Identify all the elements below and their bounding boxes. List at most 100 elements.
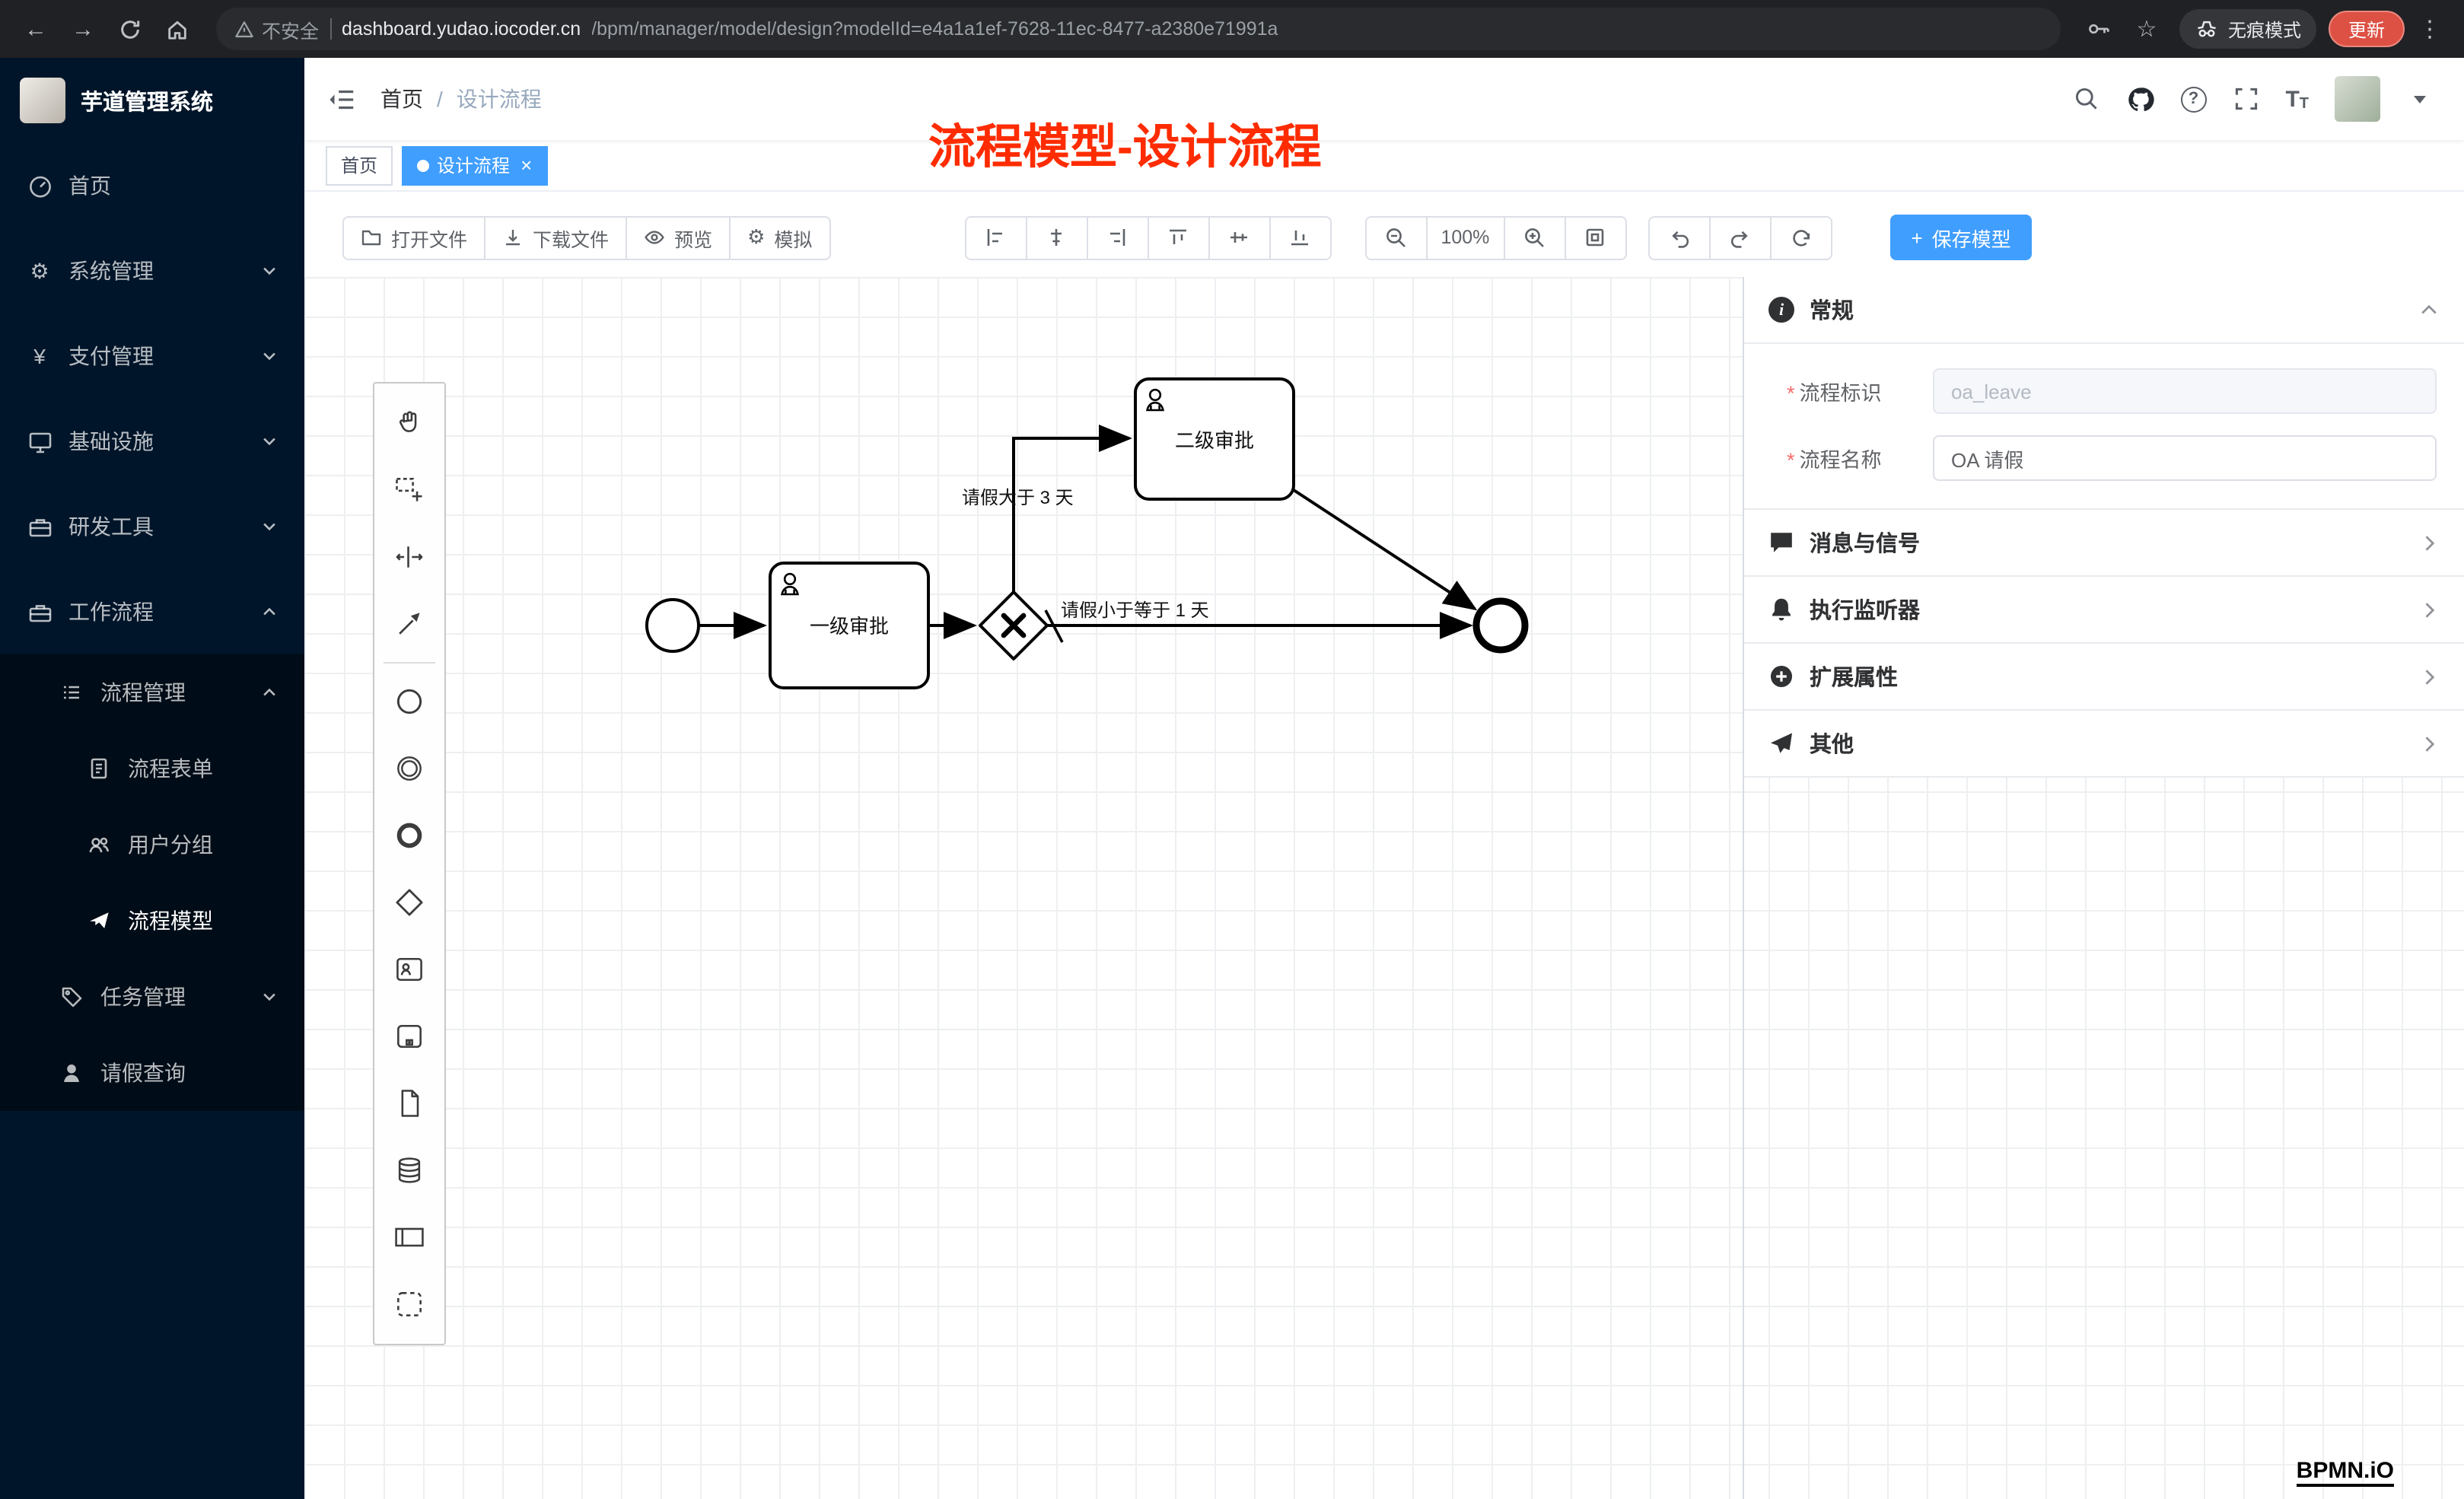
data-object-icon[interactable] <box>377 1070 441 1137</box>
bell-icon <box>1772 598 1791 621</box>
app-logo[interactable]: 芋道管理系统 <box>0 58 304 143</box>
intermediate-event-icon[interactable] <box>377 735 441 802</box>
chrome-update-button[interactable]: 更新 <box>2328 11 2405 47</box>
lasso-tool-icon[interactable] <box>377 457 441 524</box>
active-dot-icon <box>417 159 430 171</box>
restart-button[interactable] <box>1769 215 1832 259</box>
url-path: /bpm/manager/model/design?modelId=e4a1a1… <box>591 18 1278 40</box>
url-domain: dashboard.yudao.iocoder.cn <box>342 18 581 40</box>
zoom-in-button[interactable] <box>1503 215 1566 259</box>
sidebar-item-user-groups[interactable]: 用户分组 <box>0 807 304 883</box>
process-name-input[interactable] <box>1933 435 2437 481</box>
hand-tool-icon[interactable] <box>377 390 441 457</box>
group-icon[interactable] <box>377 1271 441 1338</box>
address-bar[interactable]: 不安全 dashboard.yudao.iocoder.cn/bpm/manag… <box>216 8 2061 50</box>
open-file-button[interactable]: 打开文件 <box>342 215 486 259</box>
tab-home[interactable]: 首页 <box>326 145 393 185</box>
zoom-out-button[interactable] <box>1364 215 1428 259</box>
sidebar-item-system[interactable]: ⚙ 系统管理 <box>0 228 304 313</box>
exclusive-gateway[interactable] <box>979 590 1049 660</box>
section-general[interactable]: i 常规 <box>1744 277 2464 344</box>
align-bottom-button[interactable] <box>1269 215 1332 259</box>
flow-gateway-to-task2[interactable] <box>1012 425 1132 592</box>
password-key-icon[interactable] <box>2079 8 2120 49</box>
section-execution-listener[interactable]: 执行监听器 <box>1744 577 2464 644</box>
eye-icon <box>645 231 664 244</box>
sidebar-item-home[interactable]: 首页 <box>0 143 304 228</box>
sidebar-item-workflow[interactable]: 工作流程 <box>0 569 304 654</box>
user-task-icon[interactable] <box>377 936 441 1003</box>
align-right-button[interactable] <box>1086 215 1149 259</box>
end-event-icon[interactable] <box>377 802 441 869</box>
sidebar-item-label: 流程表单 <box>128 756 213 781</box>
user-task-level2[interactable]: 二级审批 <box>1134 377 1295 501</box>
fullscreen-icon[interactable] <box>2232 85 2259 113</box>
flow-label-lte[interactable]: 请假小于等于 1 天 <box>1061 600 1209 621</box>
avatar[interactable] <box>2335 76 2380 122</box>
download-file-button[interactable]: 下载文件 <box>484 215 628 259</box>
bookmark-star-icon[interactable]: ☆ <box>2136 17 2157 43</box>
section-title: 执行监听器 <box>1810 600 1920 624</box>
user-task-level1[interactable]: 一级审批 <box>769 562 930 689</box>
section-message-signal[interactable]: 消息与信号 <box>1744 510 2464 577</box>
subprocess-icon[interactable] <box>377 1003 441 1070</box>
flow-task2-to-end[interactable] <box>1292 489 1478 611</box>
undo-button[interactable] <box>1647 215 1711 259</box>
bpmn-diagram[interactable]: 请假大于 3 天 请假小于等于 1 天 一级审批 <box>304 277 2464 1499</box>
bpmn-canvas[interactable]: 请假大于 3 天 请假小于等于 1 天 一级审批 <box>304 277 2464 1499</box>
sidebar-item-label: 流程模型 <box>128 909 213 933</box>
home-icon[interactable] <box>157 8 198 49</box>
bpmn-io-logo[interactable]: BPMN.iO <box>2296 1458 2394 1487</box>
general-fields: *流程标识 *流程名称 <box>1744 344 2464 510</box>
tab-design-process[interactable]: 设计流程 × <box>402 145 548 185</box>
section-extended-attributes[interactable]: 扩展属性 <box>1744 644 2464 711</box>
align-top-button[interactable] <box>1147 215 1210 259</box>
sidebar-item-payment[interactable]: ¥ 支付管理 <box>0 313 304 399</box>
folder-icon <box>361 230 381 246</box>
reload-icon[interactable] <box>110 8 151 49</box>
sidebar-toggle-button[interactable] <box>327 84 356 113</box>
search-icon[interactable] <box>2072 85 2099 113</box>
align-center-horizontal-button[interactable] <box>1025 215 1088 259</box>
space-tool-icon[interactable] <box>377 524 441 590</box>
zoom-reset-button[interactable] <box>1564 215 1627 259</box>
back-icon[interactable]: ← <box>24 16 47 42</box>
breadcrumb-current: 设计流程 <box>456 87 542 111</box>
incognito-icon <box>2198 21 2216 37</box>
process-key-input[interactable] <box>1933 368 2437 414</box>
global-connect-icon[interactable] <box>377 590 441 657</box>
breadcrumb-home[interactable]: 首页 <box>380 87 423 111</box>
preview-button[interactable]: 预览 <box>626 215 731 259</box>
chevron-up-icon <box>263 688 275 696</box>
forward-icon[interactable]: → <box>72 16 94 42</box>
sidebar-item-leave-query[interactable]: 请假查询 <box>0 1035 304 1111</box>
chevron-right-icon <box>2425 736 2435 751</box>
sidebar-item-process-management[interactable]: 流程管理 <box>0 654 304 730</box>
github-icon[interactable] <box>2125 84 2154 113</box>
redo-button[interactable] <box>1708 215 1772 259</box>
align-left-button[interactable] <box>964 215 1027 259</box>
start-event-icon[interactable] <box>377 668 441 735</box>
gateway-icon[interactable] <box>377 869 441 936</box>
help-icon[interactable]: ? <box>2180 86 2207 112</box>
align-middle-button[interactable] <box>1208 215 1271 259</box>
browser-menu-icon[interactable]: ⋮ <box>2418 17 2441 43</box>
simulate-button[interactable]: ⚙ 模拟 <box>729 215 831 259</box>
end-event[interactable] <box>1472 597 1529 654</box>
close-icon[interactable]: × <box>520 154 533 177</box>
flow-label-gt[interactable]: 请假大于 3 天 <box>962 488 1074 508</box>
start-event[interactable] <box>645 598 700 653</box>
section-other[interactable]: 其他 <box>1744 711 2464 778</box>
sidebar-item-task-management[interactable]: 任务管理 <box>0 959 304 1035</box>
sidebar-item-process-form[interactable]: 流程表单 <box>0 730 304 807</box>
sidebar-item-label: 研发工具 <box>68 514 154 539</box>
sidebar-item-process-model[interactable]: 流程模型 <box>0 883 304 959</box>
sidebar-item-dev-tools[interactable]: 研发工具 <box>0 484 304 569</box>
participant-icon[interactable] <box>377 1204 441 1271</box>
avatar-caret-icon[interactable] <box>2414 95 2426 103</box>
sidebar-item-infrastructure[interactable]: 基础设施 <box>0 399 304 484</box>
site-security[interactable]: 不安全 <box>234 14 319 43</box>
data-store-icon[interactable] <box>377 1137 441 1204</box>
save-model-button[interactable]: + 保存模型 <box>1889 215 2033 260</box>
